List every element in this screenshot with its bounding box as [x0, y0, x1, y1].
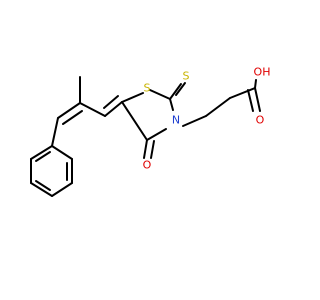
acid-oxygen-atom: O — [256, 114, 265, 127]
carbonyl-bond — [254, 87, 261, 112]
atom-labels: S S N O O OH — [143, 66, 271, 172]
hydroxyl-atom: OH — [254, 66, 271, 79]
bond — [51, 182, 73, 197]
nitrogen-label: N — [172, 114, 180, 127]
thione-bond — [169, 83, 182, 100]
bond — [57, 102, 81, 119]
bond — [30, 145, 53, 160]
bond — [169, 98, 174, 111]
bond — [30, 182, 53, 197]
rhodanine-ring — [121, 82, 186, 159]
aromatic-bond — [35, 180, 51, 191]
aromatic-bond — [35, 151, 51, 162]
bond — [121, 101, 148, 141]
bond — [121, 92, 144, 103]
structure-canvas: S S N O O OH — [30, 66, 271, 197]
propanoic-acid-chain — [182, 79, 261, 127]
bond-to-oh — [254, 79, 257, 89]
exocyclic-double-bond-inner — [103, 95, 119, 109]
bond — [229, 87, 256, 99]
bond — [205, 97, 231, 117]
exocyclic-double-bond — [104, 101, 123, 117]
bond — [79, 102, 106, 117]
bond — [146, 128, 167, 141]
bond — [51, 145, 73, 160]
thione-bond-inner — [175, 82, 186, 96]
thione-sulfur-atom: S — [183, 70, 190, 83]
thione-sulfur-label: S — [183, 70, 190, 83]
alkene-chain — [51, 76, 123, 147]
bond — [182, 115, 207, 127]
ring-sulfur-label: S — [144, 82, 151, 95]
nitrogen-atom: N — [172, 114, 180, 127]
double-bond-inner — [62, 110, 83, 125]
keto-bond — [143, 139, 148, 159]
benzene-ring — [30, 145, 73, 197]
keto-bond-inner — [150, 140, 155, 159]
ring-sulfur-atom: S — [144, 82, 151, 95]
keto-oxygen-atom: O — [143, 159, 152, 172]
bond — [51, 117, 59, 147]
bond — [149, 89, 171, 100]
molecule-diagram: S S N O O OH — [30, 66, 271, 197]
carbonyl-bond-inner — [247, 89, 254, 112]
hydroxyl-label: OH — [254, 66, 271, 79]
keto-oxygen-label: O — [143, 159, 152, 172]
acid-oxygen-label: O — [256, 114, 265, 127]
